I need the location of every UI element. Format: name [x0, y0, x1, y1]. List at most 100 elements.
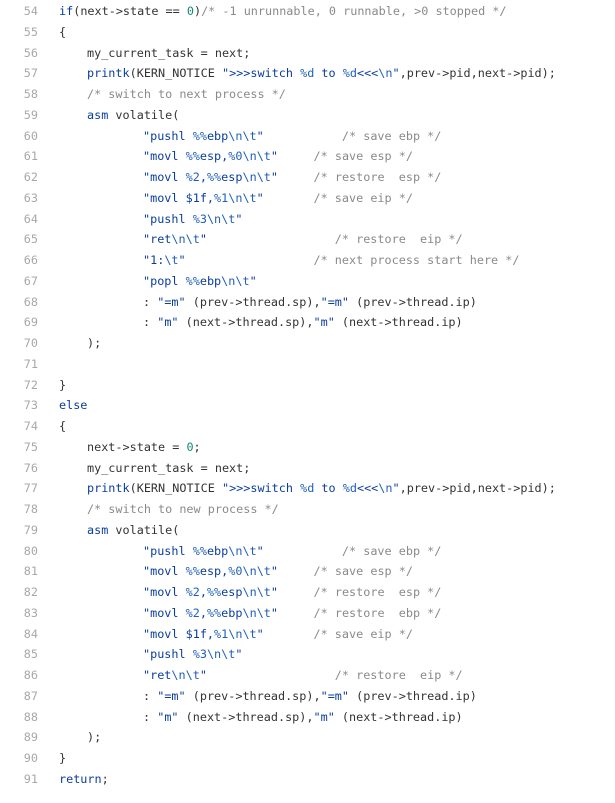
code-token: %2 — [185, 170, 200, 184]
code-token: %% — [206, 605, 222, 620]
line-number: 89 — [23, 730, 38, 745]
line-number: 65 — [23, 232, 38, 247]
code-token — [278, 564, 314, 578]
code-token: \n — [378, 481, 393, 496]
line-number: 91 — [23, 771, 38, 786]
code-token: " — [235, 647, 243, 662]
code-token: %% — [192, 128, 207, 143]
line-number: 63 — [23, 190, 38, 205]
code-line: 69: "m" (next->thread.sp),"m" (next->thr… — [0, 312, 615, 333]
line-number: 79 — [23, 522, 38, 537]
code-token: /* restore esp */ — [313, 170, 442, 184]
code-token: " — [270, 149, 279, 164]
code-token: /* save ebp */ — [341, 128, 442, 143]
code-token: "=m" — [320, 688, 350, 703]
code-token: ">>>switch — [221, 481, 301, 496]
line-number: 57 — [23, 66, 38, 81]
line-code: my_current_task = next; — [87, 458, 250, 479]
code-token: } — [59, 751, 67, 765]
code-token: "movl — [143, 170, 186, 184]
code-line: 67"popl %%ebp\n\t" — [0, 271, 615, 292]
code-token: ">>>switch — [221, 66, 301, 81]
code-token: ebp — [206, 543, 229, 558]
code-token: esp — [221, 585, 243, 599]
line-number: 88 — [23, 709, 38, 724]
code-line: 84"movl $1f,%1\n\t" /* save eip */ — [0, 624, 615, 645]
code-token: 0 — [186, 439, 194, 454]
code-token: (prev->thread.sp), — [185, 688, 321, 703]
code-token: : — [143, 709, 158, 724]
code-line: 88 : "m" (next->thread.sp),"m" (next->thr… — [0, 707, 615, 728]
code-token: (next->thread.ip) — [334, 315, 463, 330]
code-token: \n\t — [228, 626, 257, 641]
code-token: %1 — [214, 190, 229, 205]
line-number: 71 — [23, 356, 38, 371]
code-token: \n\t — [242, 585, 271, 599]
line-number: 73 — [23, 398, 38, 413]
code-token: (next->thread.ip) — [334, 709, 463, 724]
code-token: \n\t — [242, 149, 271, 164]
code-token: " — [256, 626, 264, 641]
code-token — [278, 170, 314, 184]
code-token: (next->thread.sp), — [178, 709, 314, 724]
line-number: 85 — [23, 647, 38, 662]
code-token: "1: — [143, 253, 165, 267]
code-token: my_current_task = next; — [87, 45, 251, 60]
code-token: "movl $1f, — [143, 626, 215, 641]
code-line: 81"movl %%esp,%0\n\t" /* save esp */ — [0, 561, 615, 582]
code-token: ; — [101, 771, 109, 786]
code-token — [207, 232, 335, 246]
code-token: "popl — [143, 273, 186, 288]
code-token: \n — [378, 66, 393, 81]
line-code: } — [59, 748, 66, 769]
line-number: 61 — [23, 149, 38, 164]
code-token — [264, 191, 314, 205]
line-number: 58 — [23, 87, 38, 101]
code-token: %d — [342, 481, 357, 496]
code-token: ,prev->pid,next->pid); — [399, 66, 556, 81]
line-code: /* switch to new process */ — [87, 499, 279, 520]
code-line: 60"pushl %%ebp\n\t" /* save ebp */ — [0, 126, 615, 147]
code-line: 63"movl $1f,%1\n\t" /* save eip */ — [0, 188, 615, 209]
code-token: %d — [300, 66, 315, 81]
code-token: \n\t — [228, 190, 257, 205]
line-code: "movl $1f,%1\n\t" /* save eip */ — [143, 624, 413, 645]
code-token: "m" — [313, 709, 335, 724]
code-token: ebp — [206, 128, 229, 143]
code-token: , — [199, 605, 207, 620]
line-code: : "=m" (prev->thread.sp),"=m" (prev->thr… — [143, 686, 477, 707]
code-token: /* switch to new process */ — [87, 502, 279, 516]
line-code: : "m" (next->thread.sp),"m" (next->threa… — [143, 707, 463, 728]
code-token: (KERN_NOTICE — [129, 481, 222, 496]
code-token: /* -1 unrunnable, 0 runnable, >0 stopped… — [201, 4, 507, 18]
code-token: %1 — [214, 626, 229, 641]
code-token: " — [392, 66, 400, 81]
code-line: 64"pushl %3\n\t" — [0, 209, 615, 230]
code-token: %2 — [185, 605, 200, 620]
line-code: "movl %2,%%ebp\n\t" /* restore ebp */ — [143, 603, 441, 624]
code-token: ) — [193, 4, 202, 18]
code-token: , — [199, 585, 207, 599]
line-number: 60 — [23, 128, 38, 143]
code-token: "ret — [143, 668, 172, 682]
code-token: asm — [87, 522, 109, 537]
code-token: printk — [87, 481, 130, 496]
code-token: (next->state == — [73, 4, 187, 18]
code-token: , — [199, 170, 207, 184]
code-token: ebp — [221, 605, 243, 620]
code-token — [264, 129, 342, 143]
code-token: %d — [342, 66, 357, 81]
code-line: 83"movl %2,%%ebp\n\t" /* restore ebp */ — [0, 603, 615, 624]
code-token: %% — [185, 273, 200, 288]
code-token: "movl $1f, — [143, 190, 215, 205]
code-token: ebp — [199, 273, 222, 288]
line-number: 78 — [23, 502, 38, 516]
code-token: esp, — [199, 564, 229, 579]
line-number: 72 — [23, 377, 38, 392]
code-line: 86"ret\n\t" /* restore eip */ — [0, 665, 615, 686]
line-number: 82 — [23, 585, 38, 599]
